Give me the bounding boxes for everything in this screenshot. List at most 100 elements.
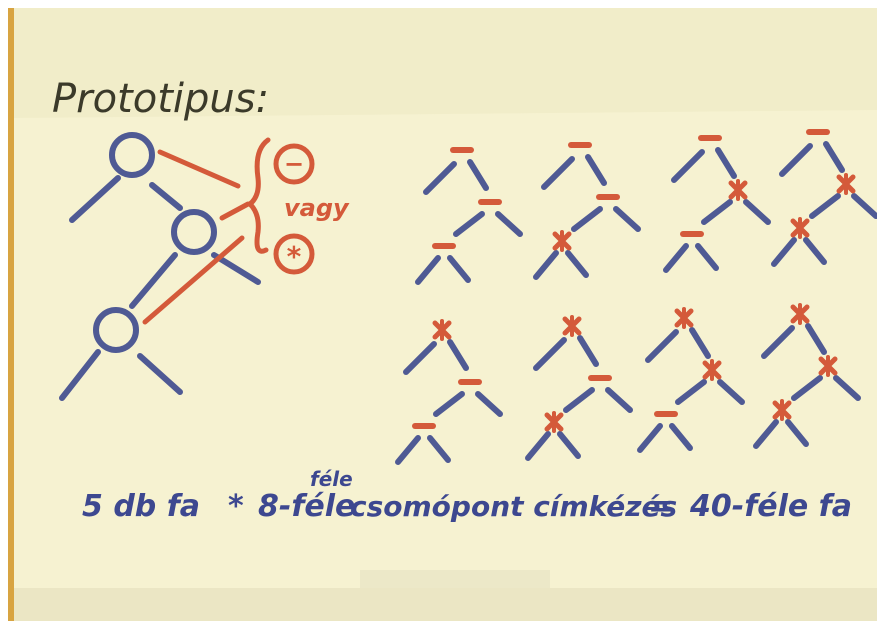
tree-edge <box>423 161 457 195</box>
front-sheet <box>14 110 877 600</box>
tree-edge <box>605 387 633 413</box>
tree-edge <box>585 154 607 186</box>
tree-edge <box>571 206 603 232</box>
proto-edge <box>149 182 183 211</box>
tree-edge <box>525 431 551 461</box>
tree-edge <box>779 143 813 177</box>
tree-edge <box>791 375 823 401</box>
brace <box>246 137 271 254</box>
tree-edge <box>645 329 679 363</box>
tree-edge <box>415 255 441 285</box>
tree-variant <box>395 319 503 465</box>
times-symbol: * <box>287 240 302 273</box>
tree-edge <box>669 423 693 451</box>
tree-edge <box>395 435 421 465</box>
tree-edge <box>557 431 581 459</box>
tree-edge <box>637 423 663 453</box>
tree-edge <box>771 237 797 267</box>
tree-edge <box>851 193 877 219</box>
tree-variant <box>753 303 861 449</box>
proto-node-low <box>93 307 139 353</box>
prototype-tree <box>59 132 261 401</box>
tree-edge <box>447 339 469 371</box>
tree-edge <box>427 435 451 463</box>
tree-edge <box>675 379 707 405</box>
tree-edge <box>823 141 845 173</box>
pointer-line <box>157 149 241 189</box>
tree-edge <box>565 250 589 278</box>
tree-edge <box>785 419 809 447</box>
tree-edge <box>533 337 567 371</box>
tree-edge <box>833 375 861 401</box>
tree-edge <box>467 159 489 191</box>
tree-edge <box>761 325 795 359</box>
times-label <box>674 307 694 329</box>
back-sheet <box>8 8 877 126</box>
pointer-line <box>142 235 245 325</box>
bottom-strip <box>14 588 877 621</box>
proto-node-mid <box>171 209 217 255</box>
tree-edge <box>671 149 705 183</box>
proto-edge <box>211 252 261 285</box>
proto-edge <box>129 252 178 309</box>
times-label <box>432 319 452 341</box>
times-label <box>836 173 856 195</box>
times-label <box>818 355 838 377</box>
tree-edge <box>453 211 485 237</box>
minus-circle <box>273 143 315 185</box>
formula-equals: = <box>648 489 673 524</box>
tree-edge <box>803 237 827 265</box>
tree-variant <box>663 135 771 273</box>
tree-edge <box>475 391 503 417</box>
tree-edge <box>805 323 827 355</box>
pointer-line <box>219 201 251 221</box>
times-label <box>728 179 748 201</box>
formula-superscript: féle <box>310 467 353 491</box>
formula-part1: 5 db fa <box>82 489 200 524</box>
tree-edge <box>541 156 575 190</box>
tree-edge <box>715 147 737 179</box>
tree-edge <box>743 199 771 225</box>
tree-edge <box>701 199 733 225</box>
minus-symbol: − <box>284 150 304 178</box>
tree-edge <box>403 341 437 375</box>
formula-part3: csomópont címkézés <box>350 490 677 523</box>
formula-times: * <box>228 489 244 524</box>
annotation-lines <box>142 137 315 325</box>
tree-edge <box>433 391 465 417</box>
tree-variant <box>415 147 523 285</box>
times-label <box>790 303 810 325</box>
proto-edge <box>137 353 183 395</box>
times-circle <box>273 233 315 275</box>
tree-edge <box>577 335 599 367</box>
times-label <box>772 399 792 421</box>
tree-edge <box>809 193 841 219</box>
tree-variant <box>637 307 745 453</box>
times-label <box>702 359 722 381</box>
tape-strip <box>360 570 550 588</box>
proto-edge <box>59 349 101 401</box>
times-label <box>562 315 582 337</box>
times-label <box>544 411 564 433</box>
tree-edge <box>447 255 471 283</box>
tree-edge <box>663 243 689 273</box>
tree-edge <box>563 387 595 413</box>
tree-variants <box>395 129 877 465</box>
tree-variant <box>771 129 877 267</box>
tree-variant <box>525 315 633 461</box>
tree-edge <box>695 243 719 271</box>
tree-edge <box>613 206 641 232</box>
tree-variant <box>533 142 641 280</box>
tree-edge <box>753 419 779 449</box>
formula-part2: 8-féle <box>258 489 355 524</box>
times-label <box>790 217 810 239</box>
tree-edge <box>533 250 559 280</box>
formula-part4: 40-féle fa <box>689 489 852 524</box>
tree-edge <box>689 327 711 359</box>
vagy-label: vagy <box>284 194 350 222</box>
formula: 5 db fa * 8-féle féle csomópont címkézés… <box>82 467 852 524</box>
page-title: Prototipus: <box>52 76 269 122</box>
proto-node-root <box>109 132 155 178</box>
